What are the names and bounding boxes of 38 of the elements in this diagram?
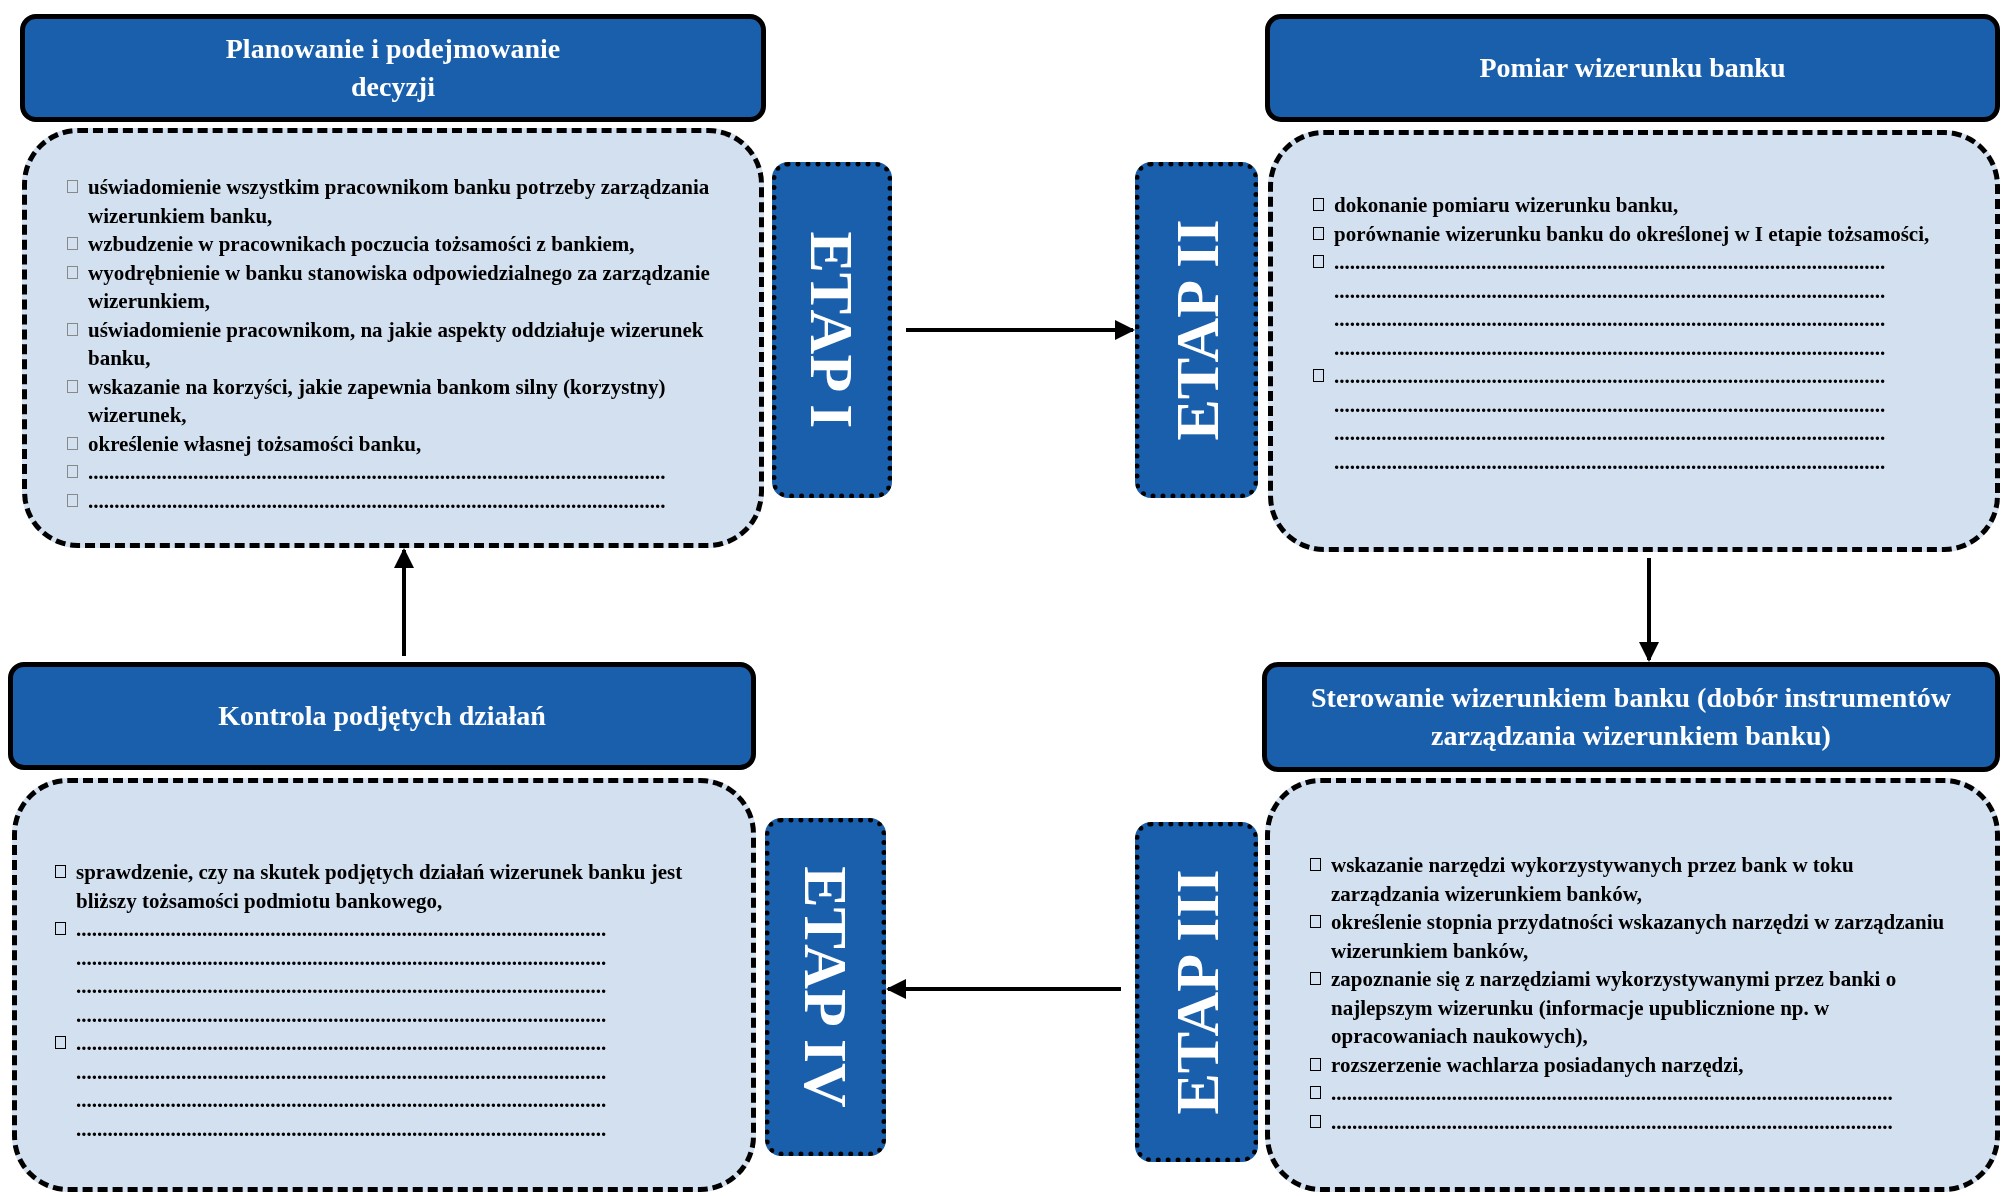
stage-tab: [1135, 162, 1258, 498]
stage-title: Planowanie i podejmowanie decyzji: [224, 32, 562, 104]
list-item: ..................................................................................................... ..................................................................................................... ..................................................................................................... .....................................................................................................: [76, 1030, 608, 1143]
stage-header-box: [1265, 14, 2000, 122]
list-item: sprawdzenie, czy na skutek podjętych działań wizerunek banku jest bliższy tożsamości podmiotu bankowego,: [76, 859, 684, 915]
list-item: rozszerzenie wachlarza posiadanych narzędzi,: [1331, 1051, 1745, 1079]
list-item: ......................................................................................................... ......................................................................................................... ......................................................................................................... .........................................................................................................: [1334, 363, 1887, 476]
stage-title: Kontrola podjętych działań: [218, 699, 546, 733]
stage-header-box: [20, 14, 766, 122]
list-item: ......................................................................................................... ......................................................................................................... ......................................................................................................... .........................................................................................................: [1334, 249, 1887, 362]
task-list-panel: [1265, 778, 2000, 1192]
task-list-panel: [22, 128, 764, 548]
stage-title: Pomiar wizerunku banku: [1479, 51, 1786, 85]
list-item: porównanie wizerunku banku do określonej w I etapie tożsamości,: [1334, 220, 1931, 248]
stage-tab: [1135, 822, 1258, 1162]
list-item: określenie własnej tożsamości banku,: [88, 430, 423, 458]
arrow: [906, 320, 1135, 340]
stage-label: ETAP II: [1165, 219, 1228, 441]
stage-label: ETAP I: [801, 231, 863, 429]
list-item: wzbudzenie w pracownikach poczucia tożsamości z bankiem,: [88, 231, 636, 258]
arrow: [886, 979, 1121, 999]
stage-label: ETAP III: [1165, 869, 1228, 1115]
list-item: ..............................................................................................................: [88, 459, 667, 486]
list-item: ..................................................................................................... ..................................................................................................... ..................................................................................................... .....................................................................................................: [76, 916, 608, 1029]
arrow: [394, 548, 414, 656]
stage-tab: [772, 162, 892, 498]
list-item: ..............................................................................................................: [88, 487, 667, 515]
stage-tab: [765, 818, 886, 1156]
list-item: ...........................................................................................................: [1331, 1080, 1894, 1107]
arrow: [1639, 558, 1659, 662]
stage-header-box: [1262, 662, 2000, 772]
list-item: dokonanie pomiaru wizerunku banku,: [1334, 192, 1680, 219]
task-list-panel: [1268, 130, 2000, 552]
list-item: ...........................................................................................................: [1331, 1108, 1894, 1136]
stage-label: ETAP IV: [794, 866, 857, 1108]
stage-title: Sterowanie wizerunkiem banku (dobór instrumentów zarządzania wizerunkiem banku): [1310, 681, 1952, 753]
task-list-panel: [12, 778, 756, 1192]
stage-header-box: [8, 662, 756, 770]
